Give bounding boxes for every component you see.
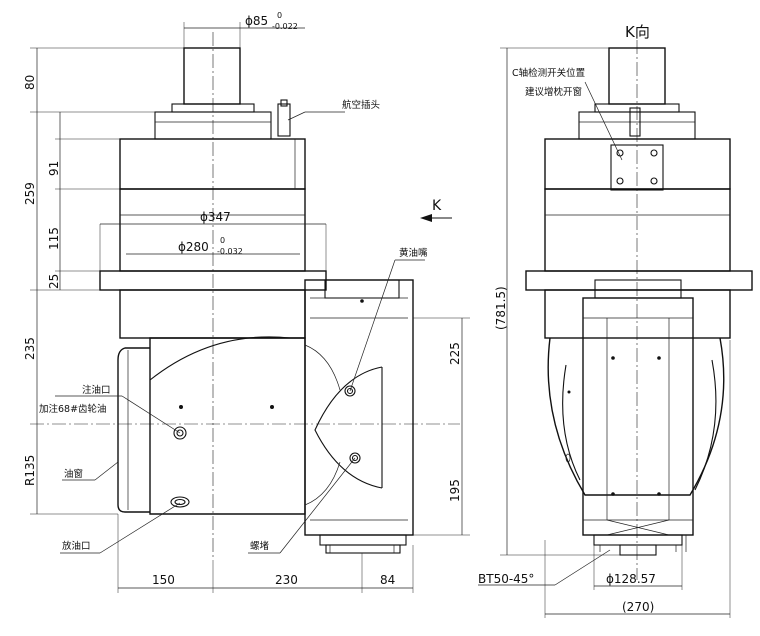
label-oil-fill: 注油口 xyxy=(82,384,111,396)
dim-h225: 225 xyxy=(448,342,462,365)
k-view-head xyxy=(582,297,694,536)
dim-h80: 80 xyxy=(23,75,37,90)
dim-spindle-tol-lower: -0.022 xyxy=(272,22,298,31)
dim-spindle-dia: ϕ85 xyxy=(245,14,268,28)
dim-bt50: BT50-45° xyxy=(478,572,534,586)
label-oil-type: 加注68#齿轮油 xyxy=(39,403,107,415)
k-view-title: K向 xyxy=(625,23,650,41)
dim-h25: 25 xyxy=(47,274,61,289)
front-view: ϕ85 0 -0.022 80 259 91 115 25 235 R135 ϕ… xyxy=(23,11,470,593)
dim-dia280: ϕ280 xyxy=(178,240,209,254)
spindle-top xyxy=(183,47,241,105)
c-axis-window xyxy=(610,144,664,191)
dim-w84: 84 xyxy=(380,573,395,587)
label-c-axis-line2: 建议增枕开窗 xyxy=(525,86,582,98)
grease-nipple-shape xyxy=(344,385,356,397)
dim-h259: 259 xyxy=(23,182,37,205)
label-oil-drain: 放油口 xyxy=(62,540,91,552)
label-aviation-plug: 航空插头 xyxy=(342,99,380,111)
k-view: K向 xyxy=(478,23,753,618)
dim-spindle-tol-upper: 0 xyxy=(277,11,282,20)
oil-drain-port xyxy=(170,496,190,508)
oil-fill-port xyxy=(173,426,187,440)
upper-housing xyxy=(119,138,306,190)
dim-dia280-tol-upper: 0 xyxy=(220,236,225,245)
dim-w230: 230 xyxy=(275,573,298,587)
dim-dia347: ϕ347 xyxy=(200,210,231,224)
dim-r135: R135 xyxy=(23,455,37,486)
plug-nut-shape xyxy=(349,452,361,464)
label-grease-nipple: 黄油嘴 xyxy=(399,247,428,259)
label-nut: 螺堵 xyxy=(250,540,270,552)
side-window-curve xyxy=(314,366,383,489)
dim-h115: 115 xyxy=(47,227,61,250)
dim-dia128: ϕ128.57 xyxy=(606,572,656,586)
dim-total-height: (781.5) xyxy=(494,286,508,330)
dim-h235: 235 xyxy=(23,337,37,360)
dim-dia280-tol-lower: -0.032 xyxy=(217,247,243,256)
arrow-k-label: K xyxy=(432,198,442,214)
label-c-axis-line1: C轴检测开关位置 xyxy=(512,67,585,79)
dim-w150: 150 xyxy=(152,573,175,587)
aviation-plug-shape xyxy=(277,103,291,137)
oil-window-shape xyxy=(117,347,150,513)
dim-h195: 195 xyxy=(448,479,462,502)
label-oil-window: 油窗 xyxy=(64,468,83,480)
dim-h91: 91 xyxy=(47,161,61,176)
dim-w270: (270) xyxy=(622,600,654,614)
